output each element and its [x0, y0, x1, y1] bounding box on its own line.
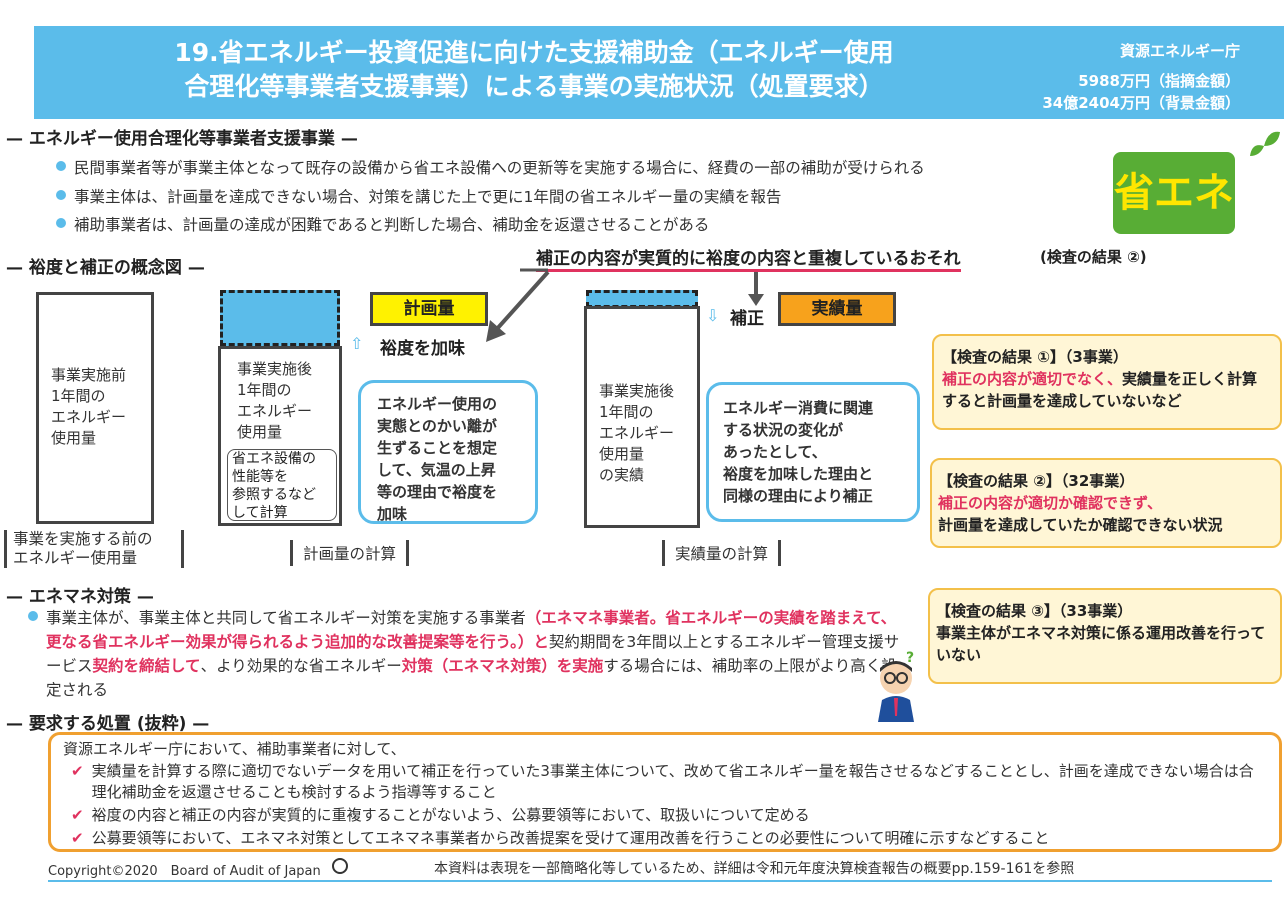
title-org-block: 資源エネルギー庁 5988万円（指摘金額） 34億2404万円（背景金額）: [1042, 40, 1240, 114]
margin-label: 裕度を加味: [380, 339, 465, 359]
energy-saving-logo: 省エネ: [1113, 152, 1235, 234]
action-item-2: ✔ 裕度の内容と補正の内容が実質的に重複することがないよう、公募要領等において、取…: [71, 805, 1261, 826]
arrow-head-correction: [748, 294, 764, 306]
enemane-p4: 契約を締結して: [92, 657, 201, 675]
actual-box: 事業実施後 1年間の エネルギー 使用量 の実績: [584, 306, 700, 528]
section-heading-program: — エネルギー使用合理化等事業者支援事業 —: [6, 129, 358, 149]
copyright: Copyright©2020 Board of Audit of Japan: [48, 864, 321, 879]
actual-calc-label: 実績量の計算: [662, 540, 782, 566]
result-1-red: 補正の内容が適切でなく、: [942, 370, 1123, 388]
svg-text:?: ?: [906, 650, 914, 666]
bullet-2: 事業主体は、計画量を達成できない場合、対策を講じた上で更に1年間の省エネルギー量…: [56, 185, 781, 207]
section-heading-actions: — 要求する処置 (抜粋) —: [6, 714, 210, 734]
result-2: 【検査の結果 ②】（32事業） 補正の内容が適切か確認できず、計画量を達成してい…: [930, 458, 1282, 548]
action-item-3-text: 公募要領等において、エネマネ対策としてエネマネ事業者から改善提案を受けて運用改善…: [91, 829, 1050, 847]
overlap-ref: (検査の結果 ②): [1040, 248, 1147, 266]
actual-bubble: エネルギー消費に関連 する状況の変化が あったとして、 裕度を加味した理由と 同…: [706, 382, 920, 522]
plan-box: 事業実施後 1年間の エネルギー 使用量 省エネ設備の 性能等を 参照するなど …: [218, 346, 342, 526]
actual-box-text: 事業実施後 1年間の エネルギー 使用量 の実績: [599, 382, 675, 484]
plan-inner-note: 省エネ設備の 性能等を 参照するなど して計算: [227, 449, 337, 521]
action-item-3: ✔ 公募要領等において、エネマネ対策としてエネマネ事業者から改善提案を受けて運用改…: [71, 828, 1261, 849]
actions-intro: 資源エネルギー庁において、補助事業者に対して、: [63, 740, 406, 758]
enemane-p5: 、より効果的な省エネルギー: [200, 657, 402, 675]
board-emblem-icon: [332, 858, 348, 874]
enemane-p3: 契約期間を3年間以上とするエネルギー管理支援サービス: [46, 633, 900, 675]
result-2-head: 【検査の結果 ②】（32事業）: [938, 472, 1135, 490]
arrow-head-margin: [486, 320, 506, 342]
plan-tag: 計画量: [370, 292, 488, 326]
result-3-body: 事業主体がエネマネ対策に係る運用改善を行っていない: [936, 624, 1266, 664]
footer-rule: [48, 880, 1272, 882]
section-heading-diagram: — 裕度と補正の概念図 —: [6, 258, 205, 278]
result-3-head: 【検査の結果 ③】（33事業）: [936, 602, 1133, 620]
check-icon: ✔: [71, 806, 84, 824]
result-1: 【検査の結果 ①】（3事業） 補正の内容が適切でなく、実績量を正しく計算すると計…: [932, 334, 1282, 430]
action-item-1-text: 実績量を計算する際に適切でないデータを用いて補正を行っていた3事業主体について、…: [91, 762, 1254, 801]
correction-label: 補正: [730, 309, 764, 329]
plan-calc-label: 計画量の計算: [290, 540, 410, 566]
check-icon: ✔: [71, 829, 84, 847]
arrow-to-margin: [494, 270, 550, 332]
before-box-text: 事業実施前 1年間の エネルギー 使用量: [51, 366, 127, 447]
actions-box: 資源エネルギー庁において、補助事業者に対して、 ✔ 実績量を計算する際に適切でない…: [48, 732, 1282, 852]
result-2-body: 計画量を達成していたか確認できない状況: [938, 516, 1223, 534]
plan-bubble: エネルギー使用の 実態とのかい離が 生ずることを想定 して、気温の上昇 等の理由…: [358, 380, 538, 524]
section-heading-enemane: — エネマネ対策 —: [6, 587, 154, 607]
before-box: 事業実施前 1年間の エネルギー 使用量: [36, 292, 154, 524]
amount-indicated: 5988万円（指摘金額）: [1078, 72, 1240, 90]
result-2-red: 補正の内容が適切か確認できず、: [938, 494, 1162, 512]
check-icon: ✔: [71, 762, 84, 780]
enemane-p6: 対策（エネマネ対策）を実施: [401, 657, 604, 675]
bullet-1: 民間事業者等が事業主体となって既存の設備から省エネ設備への更新等を実施する場合に…: [56, 156, 925, 178]
result-1-head: 【検査の結果 ①】（3事業）: [942, 348, 1128, 366]
bullet-3: 補助事業者は、計画量の達成が困難であると判断した場合、補助金を返還させることがあ…: [56, 213, 709, 235]
footer-note: 本資料は表現を一部簡略化等しているため、詳細は令和元年度決算検査報告の概要pp.…: [434, 861, 1075, 877]
plan-margin-area: [220, 290, 340, 346]
result-1-body: 実績量を正しく計算すると計画量を達成していないなど: [942, 370, 1258, 410]
before-label: 事業を実施する前の エネルギー使用量: [4, 530, 184, 568]
sprout-icon: [1250, 131, 1280, 156]
title-banner: 19.省エネルギー投資促進に向けた支援補助金（エネルギー使用 合理化等事業者支援…: [34, 26, 1284, 119]
action-item-1: ✔ 実績量を計算する際に適切でないデータを用いて補正を行っていた3事業主体について…: [71, 761, 1261, 803]
amount-background: 34億2404万円（背景金額）: [1042, 94, 1240, 112]
enemane-paragraph: 事業主体が、事業主体と共同して省エネルギー対策を実施する事業者（エネマネ事業者。…: [28, 606, 908, 702]
org-name: 資源エネルギー庁: [1119, 42, 1240, 60]
down-arrow-icon: ⇩: [706, 306, 720, 325]
enemane-p2: （エネマネ事業者。省エネルギーの実績を踏まえて、更なる省エネルギー効果が得られる…: [46, 609, 897, 651]
action-item-2-text: 裕度の内容と補正の内容が実質的に重複することがないよう、公募要領等において、取扱…: [91, 806, 810, 824]
overlap-note: 補正の内容が実質的に裕度の内容と重複しているおそれ: [536, 244, 961, 272]
plan-box-text: 事業実施後 1年間の エネルギー 使用量: [237, 360, 313, 441]
actual-tag: 実績量: [778, 292, 896, 326]
enemane-p7: する場合には、補助率の上限がより高く設定される: [46, 657, 897, 699]
up-arrow-icon: ⇧: [350, 334, 364, 353]
enemane-p1: 事業主体が、事業主体と共同して省エネルギー対策を実施する事業者: [46, 609, 526, 627]
page-title: 19.省エネルギー投資促進に向けた支援補助金（エネルギー使用 合理化等事業者支援…: [174, 38, 894, 101]
inspector-character-icon: ?: [878, 650, 914, 722]
result-3: 【検査の結果 ③】（33事業） 事業主体がエネマネ対策に係る運用改善を行っていな…: [928, 588, 1282, 684]
